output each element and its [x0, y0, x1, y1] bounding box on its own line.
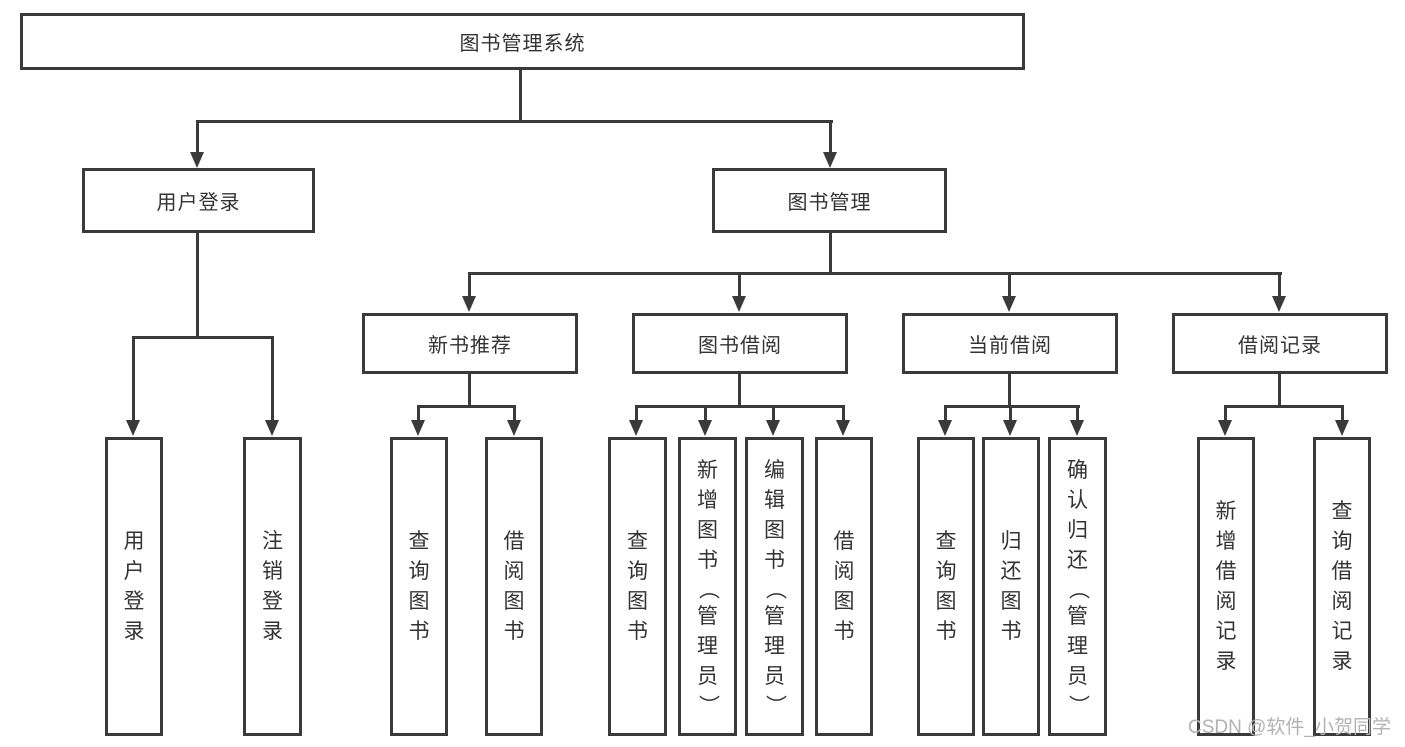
arrowhead-current: [1002, 296, 1016, 312]
arrowhead-new-book: [462, 296, 476, 312]
node-label: 图书管理系统: [459, 33, 586, 55]
node-label: 当前借阅: [968, 335, 1052, 357]
connector-drop-logout-leaf: [271, 336, 274, 422]
arrowhead-leaf: [1003, 420, 1017, 436]
connector-drop-records: [1278, 272, 1281, 299]
arrowhead-leaf: [938, 420, 952, 436]
node-label: 图书借阅: [698, 335, 782, 357]
node-logout-leaf: 注销登录: [243, 437, 302, 736]
node-label: 借阅图书: [833, 529, 855, 643]
arrowhead-leaf: [698, 420, 712, 436]
connector-newbook-stem: [468, 374, 471, 408]
connector-root-stem: [519, 70, 522, 122]
connector-drop-leaf: [417, 405, 420, 423]
connector-drop-leaf: [1224, 405, 1227, 423]
node-library-management-system: 图书管理系统: [20, 13, 1025, 70]
node-label: 借阅图书: [503, 529, 525, 643]
connector-borrowing-split: [635, 405, 845, 408]
arrowhead-leaf: [629, 420, 643, 436]
connector-drop-user-login: [196, 120, 199, 154]
connector-drop-borrowing: [738, 272, 741, 299]
connector-drop-current: [1008, 272, 1011, 299]
arrowhead-leaf: [836, 420, 850, 436]
arrowhead-leaf: [766, 420, 780, 436]
connector-drop-book-management: [829, 120, 832, 154]
node-label: 归还图书: [1000, 529, 1022, 643]
connector-drop-leaf: [635, 405, 638, 423]
connector-current-split: [944, 405, 1080, 408]
connector-level3-split: [468, 272, 1282, 275]
node-user-login: 用户登录: [82, 168, 315, 233]
arrowhead-leaf: [507, 420, 521, 436]
arrowhead-logout-leaf: [265, 420, 279, 436]
node-add-books-admin: 新增图书（管理员）: [678, 437, 737, 736]
node-search-borrow-record: 查询借阅记录: [1313, 437, 1371, 736]
connector-management-stem: [829, 233, 832, 275]
arrowhead-login-leaf: [126, 420, 140, 436]
node-borrowing-records: 借阅记录: [1172, 313, 1388, 374]
watermark-text: CSDN @软件_小贺同学: [1188, 717, 1391, 738]
connector-records-split: [1224, 405, 1344, 408]
connector-current-stem: [1008, 374, 1011, 408]
arrowhead-book-management: [823, 152, 837, 168]
connector-drop-login-leaf: [132, 336, 135, 422]
connector-level2-split: [196, 120, 833, 123]
node-label: 查询图书: [935, 529, 957, 643]
node-confirm-return-admin: 确认归还（管理员）: [1048, 437, 1107, 736]
node-book-management: 图书管理: [712, 168, 947, 233]
connector-drop-leaf: [1076, 405, 1079, 423]
node-label: 借阅记录: [1238, 335, 1322, 357]
node-add-borrow-record: 新增借阅记录: [1197, 437, 1255, 736]
connector-drop-leaf: [1009, 405, 1012, 423]
connector-drop-new-book: [468, 272, 471, 299]
node-label: 用户登录: [156, 192, 241, 214]
node-edit-books-admin: 编辑图书（管理员）: [745, 437, 804, 736]
node-label: 用户登录: [123, 529, 145, 643]
arrowhead-borrowing: [732, 296, 746, 312]
node-label: 注销登录: [262, 529, 283, 643]
connector-records-stem: [1278, 374, 1281, 408]
node-label: 编辑图书（管理员）: [763, 458, 787, 716]
node-current-borrowing: 当前借阅: [902, 313, 1118, 374]
arrowhead-leaf: [1070, 420, 1084, 436]
node-borrow-books-borrowing: 借阅图书: [815, 437, 873, 736]
node-label: 查询图书: [408, 529, 430, 643]
connector-borrowing-stem: [738, 374, 741, 408]
arrowhead-leaf: [411, 420, 425, 436]
connector-drop-leaf: [944, 405, 947, 423]
node-label: 新增借阅记录: [1215, 499, 1237, 673]
connector-drop-leaf: [1341, 405, 1344, 423]
node-search-books-borrowing: 查询图书: [608, 437, 667, 736]
node-label: 确认归还（管理员）: [1066, 458, 1090, 716]
connector-drop-leaf: [842, 405, 845, 423]
node-label: 新增图书（管理员）: [696, 458, 720, 716]
connector-newbook-split: [417, 405, 516, 408]
node-label: 新书推荐: [428, 335, 512, 357]
node-new-book-recommendation: 新书推荐: [362, 313, 578, 374]
arrowhead-leaf: [1335, 420, 1349, 436]
node-borrow-books-recommend: 借阅图书: [485, 437, 543, 736]
node-book-borrowing: 图书借阅: [632, 313, 848, 374]
connector-login-stem: [196, 233, 199, 338]
arrowhead-user-login: [190, 152, 204, 168]
node-label: 查询借阅记录: [1331, 499, 1353, 673]
arrowhead-leaf: [1218, 420, 1232, 436]
connector-drop-leaf: [704, 405, 707, 423]
connector-login-split: [132, 336, 274, 339]
arrowhead-records: [1272, 296, 1286, 312]
connector-drop-leaf: [772, 405, 775, 423]
node-search-books-recommend: 查询图书: [390, 437, 448, 736]
node-search-books-current: 查询图书: [917, 437, 975, 736]
node-return-books: 归还图书: [982, 437, 1040, 736]
node-label: 查询图书: [627, 529, 648, 643]
node-user-login-leaf: 用户登录: [105, 437, 163, 736]
node-label: 图书管理: [787, 192, 872, 214]
connector-drop-leaf: [513, 405, 516, 423]
